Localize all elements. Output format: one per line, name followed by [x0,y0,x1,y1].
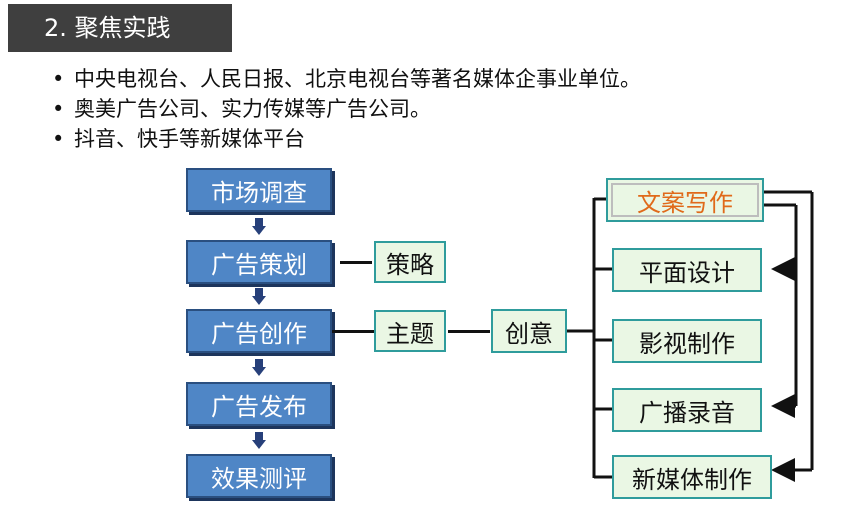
process-step-ad-creation: 广告创作 [186,309,332,353]
bullet-text: 抖音、快手等新媒体平台 [74,127,305,151]
section-title: 2. 聚焦实践 [8,4,232,52]
bullet-item: • 奥美广告公司、实力传媒等广告公司。 [52,94,641,124]
down-arrow-icon [252,288,266,306]
connector-line [448,330,490,333]
output-new-media-production: 新媒体制作 [612,455,772,499]
bullet-item: • 中央电视台、人民日报、北京电视台等著名媒体企事业单位。 [52,64,641,94]
output-radio-recording: 广播录音 [612,388,762,432]
connector-line [340,261,372,264]
strategy-node: 策略 [374,241,446,283]
down-arrow-icon [252,432,266,450]
bullet-list: • 中央电视台、人民日报、北京电视台等著名媒体企事业单位。 • 奥美广告公司、实力传… [52,64,641,154]
bullet-text: 中央电视台、人民日报、北京电视台等著名媒体企事业单位。 [74,67,641,91]
process-step-market-research: 市场调查 [186,168,332,212]
process-step-effect-evaluation: 效果测评 [186,454,332,498]
creativity-node: 创意 [491,309,567,353]
bullet-dot: • [52,67,65,91]
theme-node: 主题 [374,310,446,352]
output-video-production: 影视制作 [612,319,762,363]
bullet-item: • 抖音、快手等新媒体平台 [52,124,641,154]
output-graphic-design: 平面设计 [612,248,762,292]
output-copywriting: 文案写作 [606,178,764,222]
output-copywriting-label: 文案写作 [611,183,759,217]
bullet-dot: • [52,97,65,121]
down-arrow-icon [252,359,266,377]
bullet-dot: • [52,127,65,151]
process-step-ad-release: 广告发布 [186,382,332,426]
down-arrow-icon [252,218,266,236]
bullet-text: 奥美广告公司、实力传媒等广告公司。 [74,97,431,121]
process-step-ad-planning: 广告策划 [186,240,332,284]
connector-line [332,330,374,333]
